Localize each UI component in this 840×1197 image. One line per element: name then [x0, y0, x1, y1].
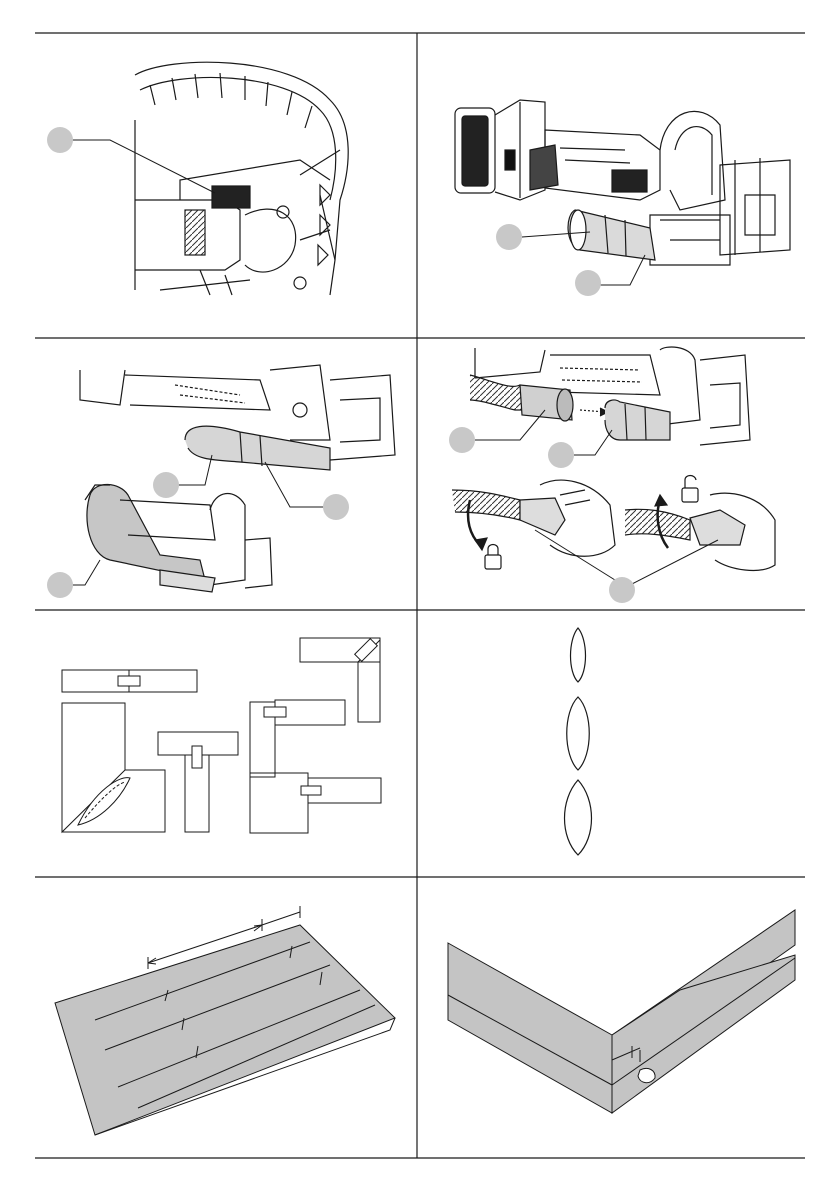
callout-a-1	[47, 127, 73, 153]
callout-c-1	[153, 472, 179, 498]
figure-f-biscuit-sizes	[565, 628, 592, 855]
figure-a-switch-closeup	[72, 62, 348, 295]
callout-d-2	[548, 442, 574, 468]
biscuit-large	[565, 780, 592, 855]
figure-g-panel-layout	[55, 906, 395, 1135]
figure-e-joint-types	[62, 638, 381, 833]
callout-b-1	[496, 224, 522, 250]
callout-d-1	[449, 427, 475, 453]
callout-d-3	[609, 577, 635, 603]
biscuit-medium	[567, 697, 590, 770]
figure-h-corner-boards	[448, 910, 795, 1113]
callout-b-2	[575, 270, 601, 296]
biscuit-small	[571, 628, 586, 682]
callout-c-2	[323, 494, 349, 520]
figure-c-dust-bag	[62, 365, 395, 592]
figure-d-hose-connection	[452, 347, 775, 585]
callout-c-3	[47, 572, 73, 598]
figure-b-dust-port	[455, 100, 790, 285]
